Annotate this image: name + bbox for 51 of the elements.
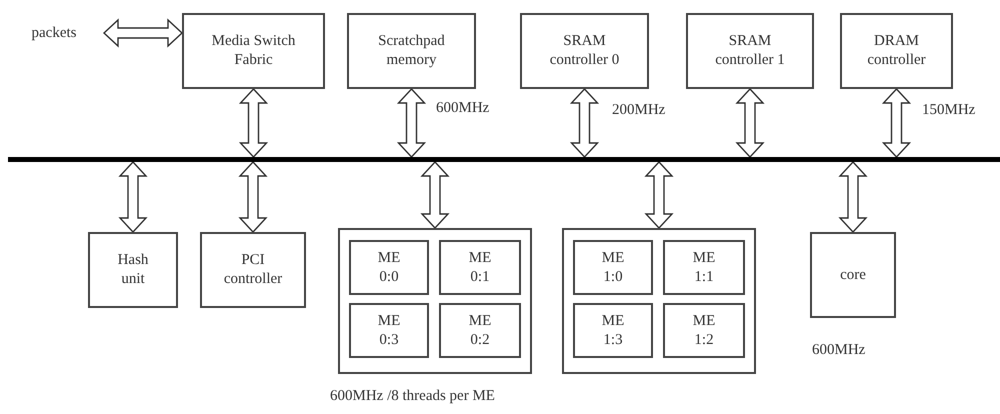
component-box xyxy=(349,240,429,295)
component-box xyxy=(810,232,896,318)
box-label: PCI controller xyxy=(222,251,284,289)
component-box xyxy=(840,13,953,89)
box-label: Media Switch Fabric xyxy=(210,32,296,70)
box-label: Scratchpad memory xyxy=(377,32,446,70)
frequency-label: 150MHz xyxy=(922,102,976,119)
component-box xyxy=(88,232,178,308)
component-box xyxy=(182,13,325,89)
double-arrow xyxy=(882,88,912,158)
component-box xyxy=(663,240,745,295)
box-label: SRAM controller 0 xyxy=(548,32,620,70)
component-box xyxy=(573,303,653,358)
box-label: ME 1:1 xyxy=(692,248,716,286)
component-box xyxy=(573,240,653,295)
caption-note: 600MHz /8 threads per ME xyxy=(330,388,495,405)
double-arrow xyxy=(118,160,148,234)
component-box xyxy=(663,303,745,358)
component-box xyxy=(439,240,521,295)
box-label: ME 1:3 xyxy=(600,312,626,350)
component-box xyxy=(347,13,476,89)
component-box xyxy=(686,13,814,89)
frequency-label: 600MHz xyxy=(812,342,866,359)
group-box xyxy=(562,228,756,374)
group-box xyxy=(338,228,532,374)
box-label: ME 1:2 xyxy=(692,312,716,350)
component-box xyxy=(520,13,649,89)
box-label: SRAM controller 1 xyxy=(714,32,786,70)
double-arrow xyxy=(838,160,868,234)
box-label: ME 0:2 xyxy=(468,312,492,350)
double-arrow xyxy=(420,160,450,230)
double-arrow xyxy=(644,160,674,230)
double-arrow xyxy=(396,88,426,158)
component-box xyxy=(200,232,306,308)
box-label: ME 1:0 xyxy=(600,248,626,286)
box-label: ME 0:3 xyxy=(376,312,402,350)
frequency-label: 200MHz xyxy=(612,102,666,119)
double-arrow xyxy=(735,88,765,158)
box-label: ME 0:0 xyxy=(376,248,402,286)
double-arrow xyxy=(238,160,268,234)
component-box xyxy=(439,303,521,358)
box-label: ME 0:1 xyxy=(468,248,492,286)
signal-label: packets xyxy=(32,24,76,42)
box-label: DRAM controller xyxy=(866,32,927,70)
double-arrow xyxy=(570,88,600,158)
box-label: Hash unit xyxy=(116,251,150,289)
double-arrow xyxy=(102,18,184,48)
component-box xyxy=(349,303,429,358)
double-arrow xyxy=(238,88,268,158)
frequency-label: 600MHz xyxy=(436,100,490,117)
box-label: core xyxy=(840,266,866,284)
